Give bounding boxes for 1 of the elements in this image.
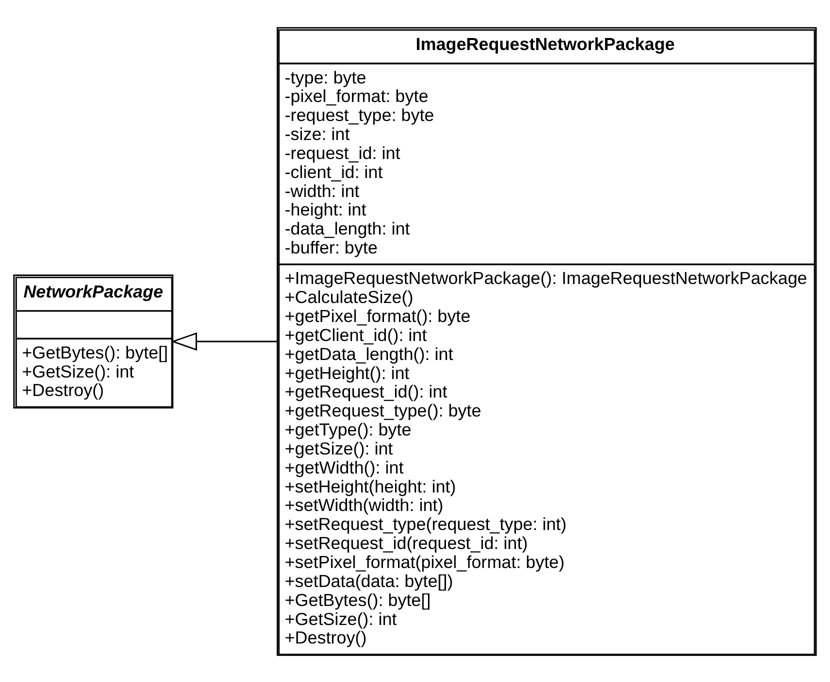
arrow — [170, 332, 278, 350]
